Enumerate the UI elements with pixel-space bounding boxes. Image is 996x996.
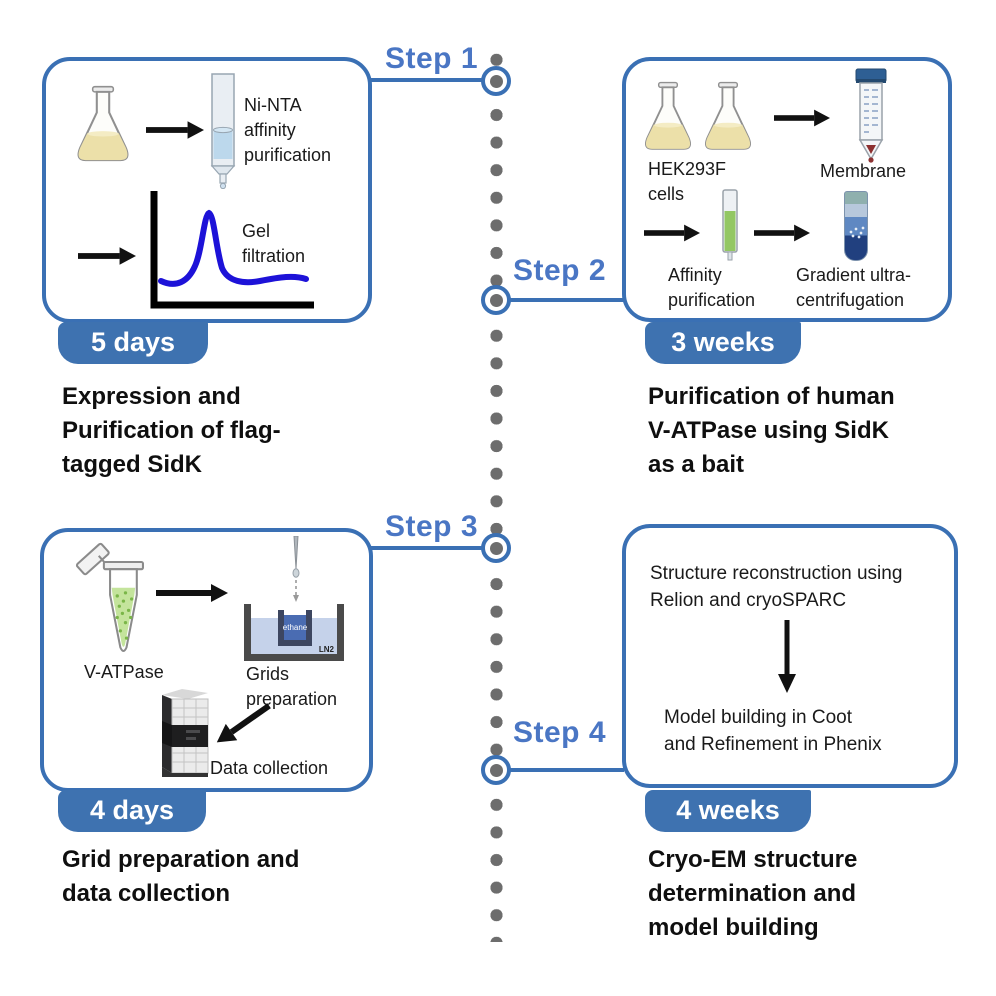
- step4-label: Step 4: [513, 716, 607, 749]
- ln2-label: LN2: [319, 645, 335, 654]
- erlenmeyer-flask-icon: [645, 81, 691, 150]
- timeline-node-step2-icon: [481, 285, 511, 315]
- panel-step2: HEK293F cells Membrane: [622, 57, 952, 322]
- structure-reconstruction-text: Structure reconstruction using Relion an…: [650, 563, 903, 611]
- caption-step4: Cryo-EM structure determination and mode…: [648, 846, 858, 941]
- panel-step4: Structure reconstruction using Relion an…: [622, 524, 958, 788]
- model-building-text: Model building in Coot and Refinement in…: [664, 707, 882, 755]
- membrane-label: Membrane: [820, 161, 907, 181]
- ni-nta-label: Ni-NTA affinity purification: [244, 95, 332, 165]
- step1-label: Step 1: [384, 42, 478, 75]
- gradient-ultracentrifugation-label: Gradient ultra- centrifugation: [796, 265, 912, 310]
- hek293f-cells-label: HEK293F cells: [648, 159, 727, 204]
- caption-step2: Purification of human V-ATPase using Sid…: [648, 383, 895, 478]
- erlenmeyer-flask-icon: [77, 85, 129, 162]
- caption-step3: Grid preparation and data collection: [62, 846, 300, 907]
- right-arrow-icon: [146, 121, 204, 139]
- ni-nta-column-icon: [210, 73, 236, 189]
- ethane-label: ethane: [283, 623, 308, 632]
- panel-step1: Ni-NTA affinity purification Gel filtrat…: [42, 57, 372, 323]
- step3-label: Step 3: [384, 510, 478, 543]
- duration-badge-step4: 4 weeks: [645, 790, 811, 832]
- step1-connector-line: [370, 78, 482, 82]
- v-atpase-label: V-ATPase: [84, 662, 164, 682]
- right-arrow-icon: [78, 247, 136, 265]
- data-collection-label: Data collection: [210, 758, 329, 778]
- gel-filtration-label: Gel filtration: [242, 221, 306, 266]
- falcon-tube-icon: [855, 68, 887, 163]
- ethane-ln2-bath-icon: ethane LN2: [244, 604, 344, 661]
- timeline-node-step3-icon: [481, 533, 511, 563]
- affinity-column-icon: [722, 189, 738, 261]
- panel-step3: V-ATPase ethane LN2 Grids preparation: [40, 528, 373, 792]
- right-arrow-icon: [644, 224, 700, 242]
- duration-badge-step1: 5 days: [58, 322, 208, 364]
- eppendorf-tube-icon: [75, 542, 144, 652]
- gel-filtration-plot: [150, 191, 314, 309]
- duration-badge-step3: 4 days: [58, 790, 206, 832]
- grids-preparation-label: Grids preparation: [246, 664, 338, 709]
- cryo-em-microscope-icon: [162, 689, 209, 777]
- step2-label: Step 2: [513, 254, 607, 287]
- timeline-node-step4-icon: [481, 755, 511, 785]
- erlenmeyer-flask-icon: [705, 81, 751, 150]
- gradient-tube-icon: [844, 191, 868, 261]
- step4-connector-line: [510, 768, 624, 772]
- down-left-arrow-icon: [216, 703, 271, 743]
- right-arrow-icon: [774, 109, 830, 127]
- duration-badge-step2: 3 weeks: [645, 322, 801, 364]
- timeline-node-step1-icon: [481, 66, 511, 96]
- step3-connector-line: [371, 546, 482, 550]
- affinity-purification-label: Affinity purification: [668, 265, 756, 310]
- timeline-dotted-line: [490, 46, 503, 942]
- tweezers-grid-icon: [292, 536, 300, 602]
- right-arrow-icon: [156, 584, 228, 602]
- caption-step1: Expression and Purification of flag- tag…: [62, 383, 281, 478]
- down-arrow-icon: [778, 620, 796, 693]
- right-arrow-icon: [754, 224, 810, 242]
- step2-connector-line: [510, 298, 624, 302]
